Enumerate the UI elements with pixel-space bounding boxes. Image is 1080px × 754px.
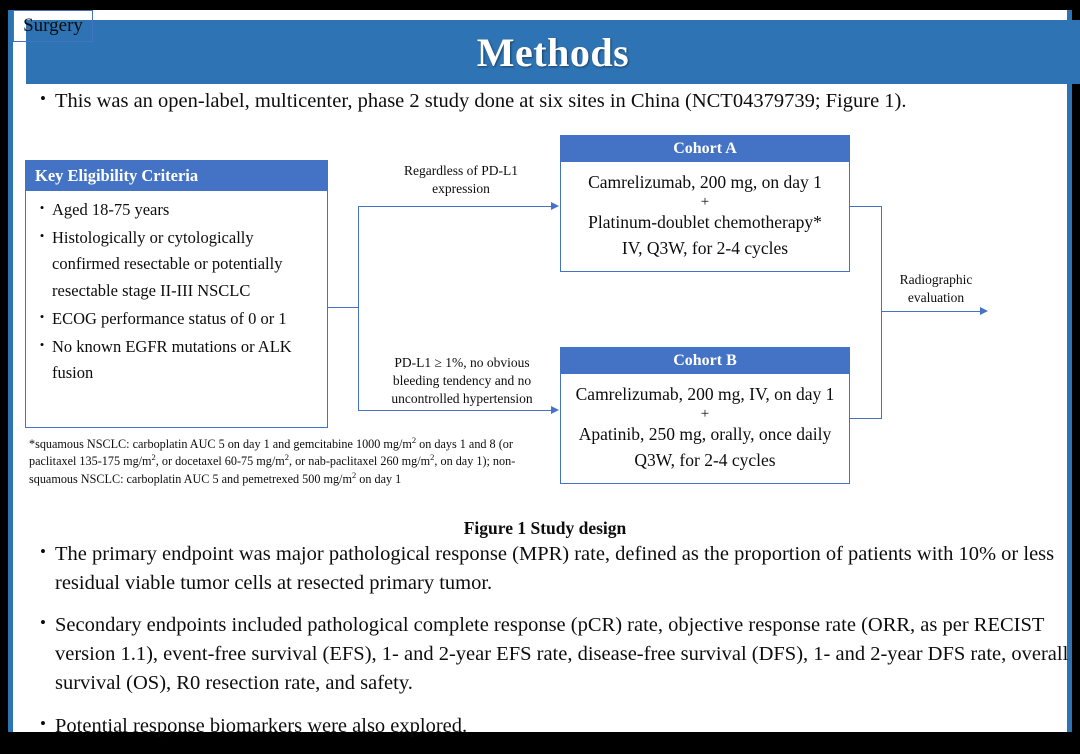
list-item-label: No known EGFR mutations or ALK fusion [52,336,292,383]
bullet-icon: • [39,227,45,243]
arrow-head-surgery [980,306,988,315]
cohort-b-plus: + [700,406,710,423]
lead-bullet: • This was an open-label, multicenter, p… [31,88,1071,116]
surgery-label: Surgery [23,15,83,36]
branch-label-right: Radiographic evaluation [899,272,973,306]
bullet-icon: • [40,542,46,561]
footnote-sup-5: 2 [351,469,357,480]
footnote-part-5: , on day 1); non-squamous NSCLC: carbopl… [29,454,516,486]
list-item: • Aged 18-75 years [32,197,321,224]
cohort-b-line-1: Camrelizumab, 200 mg, IV, on day 1 [575,384,835,404]
connector-line-from-cohort-a [850,206,882,208]
cohort-a-plus: + [700,194,710,211]
branch-label-bottom: PD-L1 ≥ 1%, no obvious bleeding tendency… [391,355,533,407]
arrow-head-cohort-b [551,405,559,414]
footnote-part-3: , or docetaxel 60-75 mg/m [155,454,285,469]
connector-line-cohort-a [358,206,552,208]
figure-caption: Figure 1 Study design [463,518,627,538]
bullet-icon: • [39,200,45,215]
eligibility-criteria-box: Key Eligibility Criteria • Aged 18-75 ye… [25,160,328,428]
figure-footnote: *squamous NSCLC: carboplatin AUC 5 on da… [29,435,553,487]
footnote-part-1: *squamous NSCLC: carboplatin AUC 5 on da… [29,437,412,452]
cohort-b-box: Cohort B Camrelizumab, 200 mg, IV, on da… [560,347,850,484]
list-item: • ECOG performance status of 0 or 1 [32,306,321,333]
footnote-sup-2: 2 [151,452,156,463]
footnote-sup-1: 2 [411,435,417,445]
page-title: Methods [476,29,630,75]
cohort-a-line-3: IV, Q3W, for 2-4 cycles [621,237,789,258]
eligibility-header: Key Eligibility Criteria [26,161,327,191]
list-item-label: Aged 18-75 years [52,200,170,219]
footnote-sup-4: 2 [430,452,435,463]
list-item-label: ECOG performance status of 0 or 1 [52,308,287,328]
list-item: • Histologically or cytologically confir… [32,225,321,305]
cohort-b-header: Cohort B [561,348,849,374]
footnote-part-6: on day 1 [356,471,402,486]
arrow-head-cohort-a [551,201,559,210]
cohort-b-line-2: Apatinib, 250 mg, orally, once daily [578,424,832,445]
cohort-a-line-1: Camrelizumab, 200 mg, on day 1 [588,172,822,192]
list-item-label: The primary endpoint was major pathologi… [55,543,1055,595]
cohort-b-body: Camrelizumab, 200 mg, IV, on day 1 + Apa… [561,374,849,473]
lead-bullet-text: This was an open-label, multicenter, pha… [55,90,907,112]
cohort-a-header: Cohort A [561,136,849,162]
branch-label-top: Regardless of PD-L1 expression [404,163,518,197]
footnote-part-4: , or nab-paclitaxel 260 mg/m [288,454,431,469]
connector-line-from-cohort-b [850,418,882,420]
connector-line-cohort-b [358,410,552,412]
connector-line-to-surgery [881,311,981,313]
slide-frame: Methods • This was an open-label, multic… [8,10,1080,737]
connector-merge-vertical [881,206,883,419]
bullet-icon: • [39,308,45,324]
connector-line-left [328,307,359,309]
footnote-part-2: on days 1 and 8 (or paclitaxel 135-175 m… [29,437,513,469]
list-item-label: Histologically or cytologically confirme… [52,227,283,301]
bottom-bullet-list: • The primary endpoint was major patholo… [31,540,1071,754]
footnote-sup-3: 2 [284,452,289,463]
connector-trunk-vertical [358,206,360,411]
eligibility-list: • Aged 18-75 years • Histologically or c… [26,191,327,387]
list-item: • Potential response biomarkers were als… [31,712,1071,741]
list-item: • The primary endpoint was major patholo… [31,540,1071,598]
bullet-icon: • [40,613,46,633]
bullet-icon: • [40,89,46,108]
list-item-label: Secondary endpoints included pathologica… [55,614,1069,695]
cohort-b-line-3: Q3W, for 2-4 cycles [634,449,776,470]
list-item: • Secondary endpoints included pathologi… [31,611,1071,698]
list-item: • No known EGFR mutations or ALK fusion [32,334,321,387]
cohort-a-line-2: Platinum-doublet chemotherapy* [588,212,822,233]
cohort-a-box: Cohort A Camrelizumab, 200 mg, on day 1 … [560,135,850,272]
surgery-box: Surgery [13,10,93,42]
list-item-label: Potential response biomarkers were also … [55,714,468,737]
bullet-icon: • [40,713,46,733]
cohort-a-body: Camrelizumab, 200 mg, on day 1 + Platinu… [561,162,849,261]
study-design-figure: Key Eligibility Criteria • Aged 18-75 ye… [13,10,1077,732]
bullet-icon: • [39,336,45,352]
slide-title-banner: Methods [26,20,1080,84]
